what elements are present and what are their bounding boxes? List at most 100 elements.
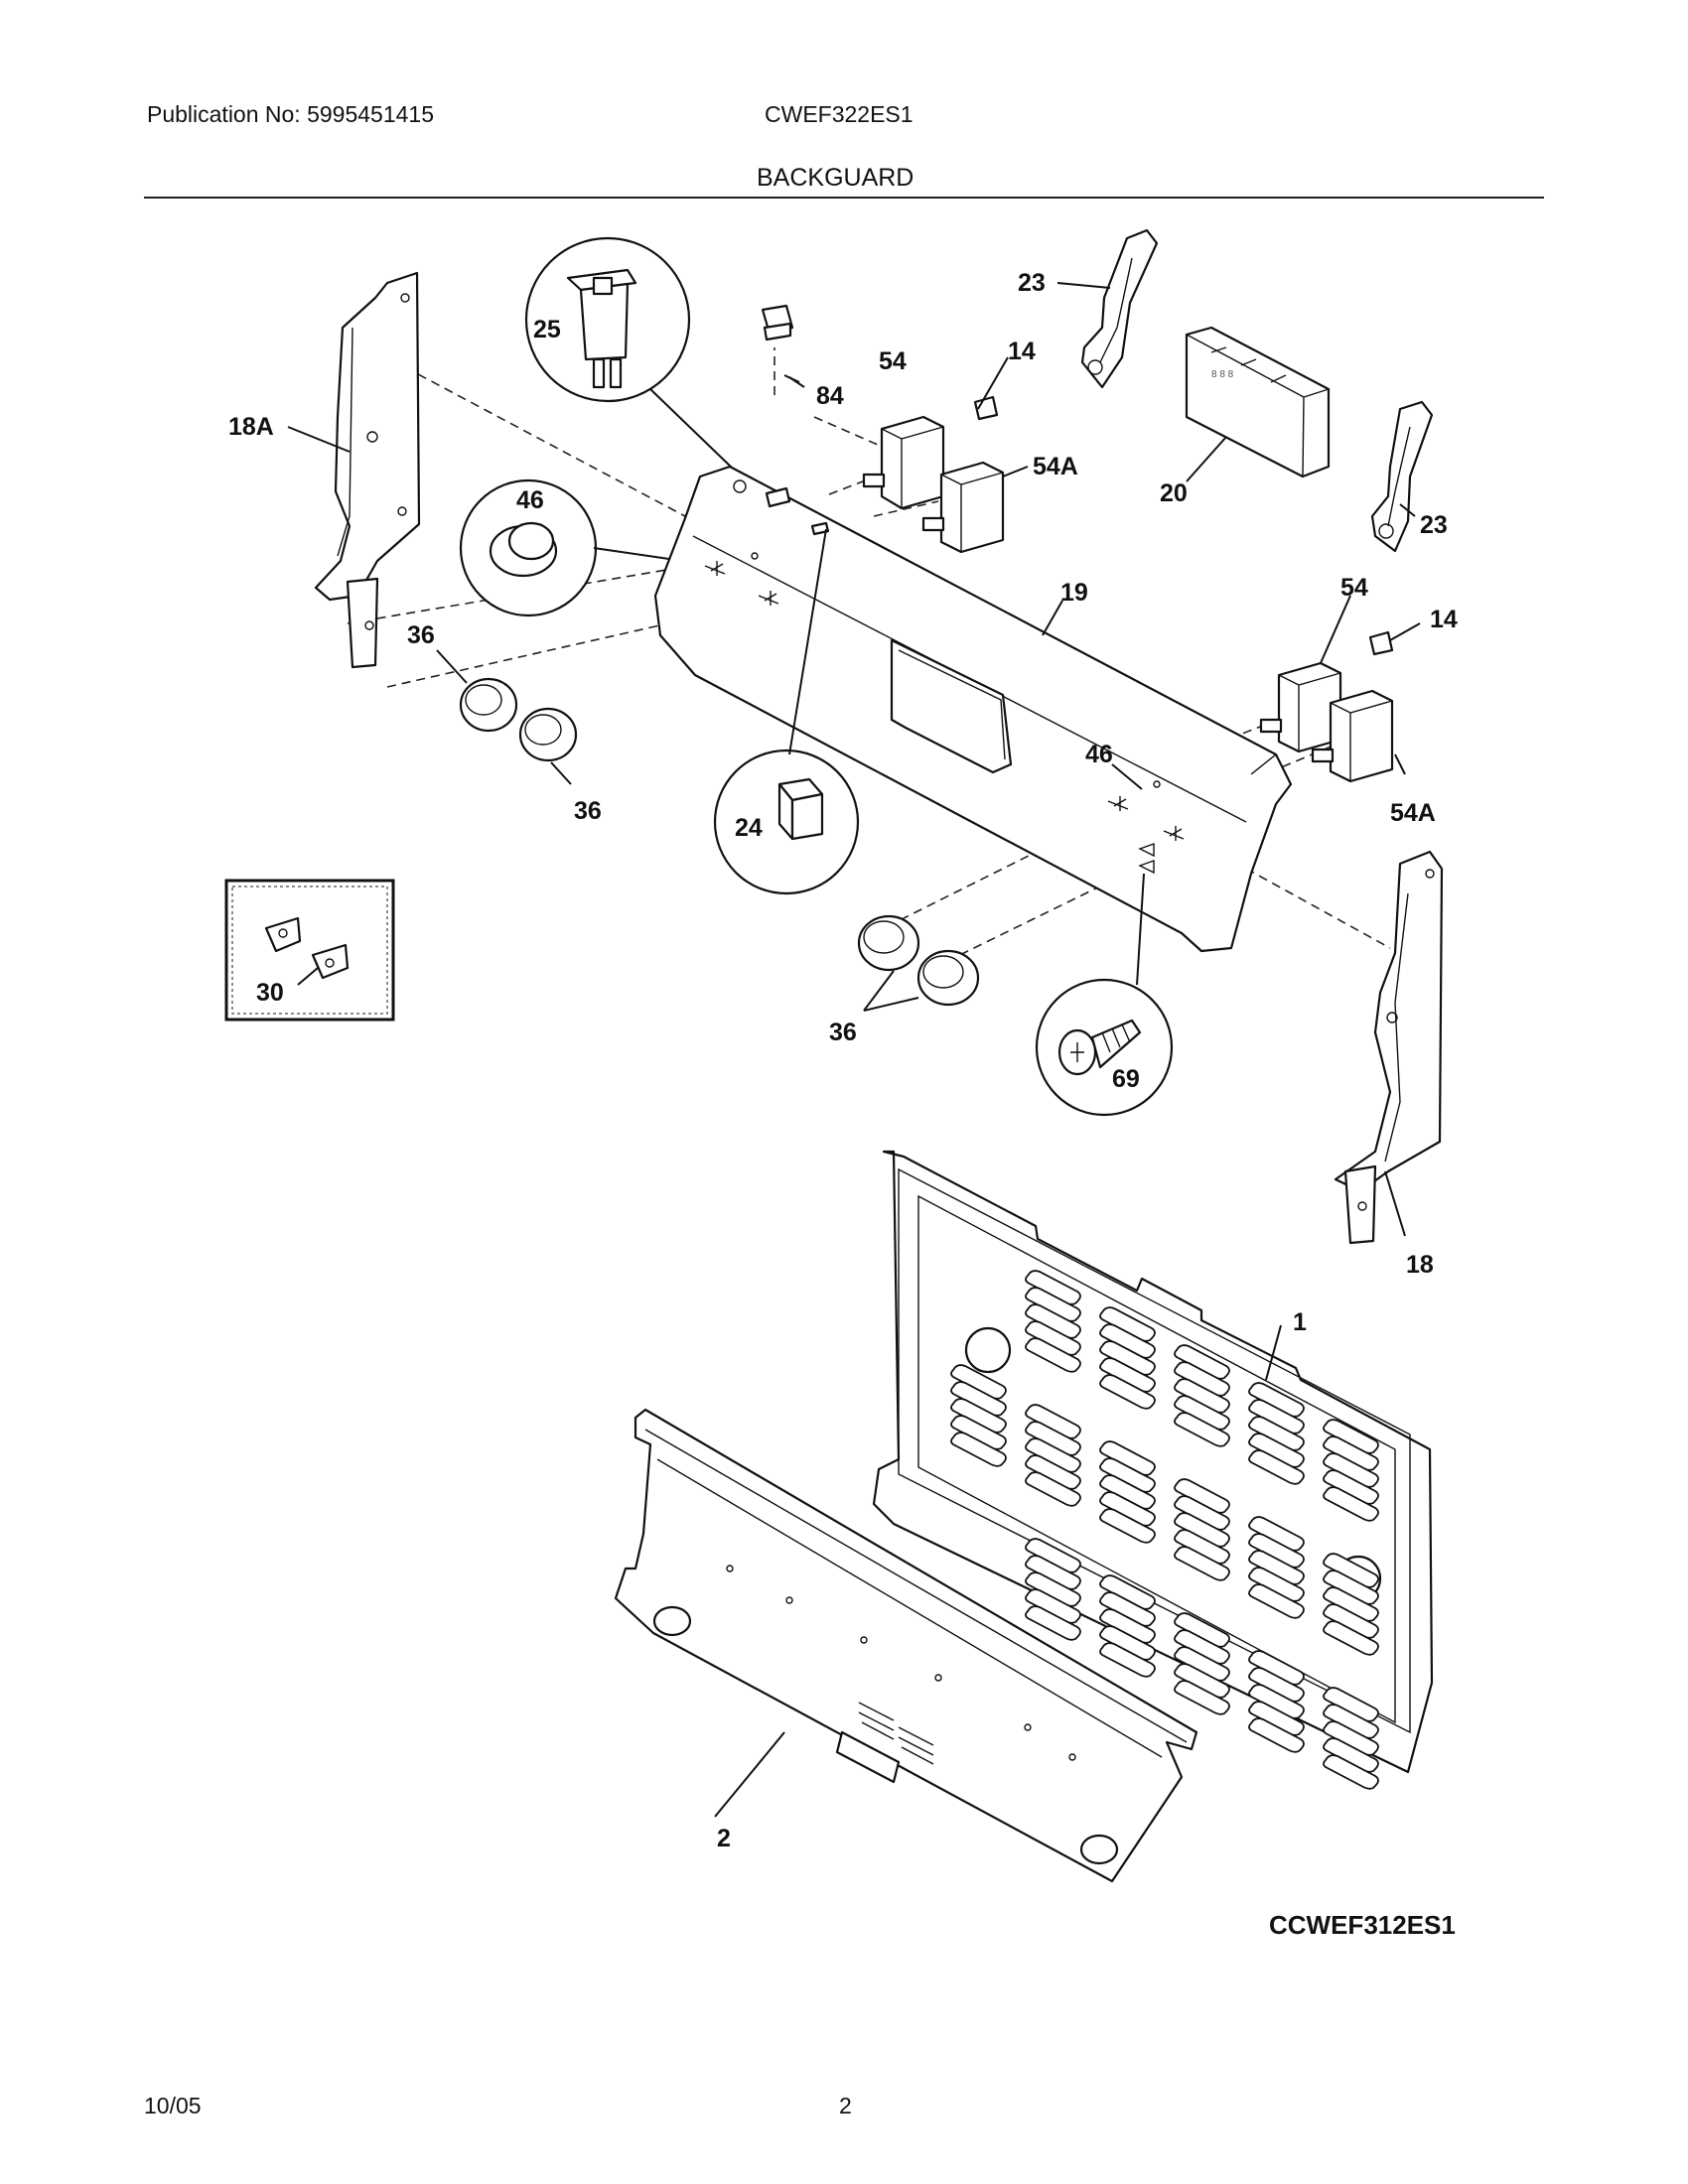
- control-board-20: 8 8 8: [1185, 326, 1331, 478]
- louver-slots: [950, 1270, 1379, 1790]
- louver-slot: [1025, 1303, 1081, 1339]
- louver-slot: [1099, 1508, 1156, 1544]
- callout-54a: 54A: [1390, 799, 1436, 827]
- detail-circle-46: [459, 478, 718, 617]
- louver-slot: [1099, 1340, 1156, 1376]
- louver-slot: [1248, 1399, 1305, 1434]
- louver-slot: [1248, 1583, 1305, 1619]
- louver-slot: [1248, 1650, 1305, 1686]
- louver-slot: [1323, 1737, 1379, 1773]
- callout-36: 36: [407, 621, 435, 649]
- knobs-36-left: [436, 649, 578, 785]
- switches-top: [862, 395, 1005, 554]
- louver-slot: [1248, 1550, 1305, 1585]
- louver-slot: [950, 1398, 1007, 1433]
- louver-slot: [1099, 1491, 1156, 1527]
- louver-slot: [1248, 1433, 1305, 1468]
- louver-slot: [950, 1381, 1007, 1417]
- louver-slot: [1174, 1680, 1230, 1715]
- louver-slot: [1099, 1608, 1156, 1644]
- model-number: CWEF322ES1: [765, 101, 914, 127]
- knob-clips: [704, 552, 1185, 875]
- header-rule: [144, 197, 1544, 199]
- louver-slot: [1099, 1374, 1156, 1410]
- callout-69: 69: [1112, 1065, 1140, 1093]
- louver-slot: [1248, 1516, 1305, 1552]
- louver-slot: [1025, 1404, 1081, 1439]
- louver-slot: [1025, 1555, 1081, 1590]
- callout-18a: 18A: [228, 413, 274, 441]
- callout-25: 25: [533, 316, 561, 343]
- louver-slot: [1174, 1344, 1230, 1380]
- svg-text:8 8 8: 8 8 8: [1211, 369, 1234, 380]
- louver-slot: [1099, 1440, 1156, 1476]
- part-84-clip: [761, 304, 805, 388]
- louver-slot: [1174, 1512, 1230, 1548]
- louver-slot: [1323, 1687, 1379, 1722]
- callout-1: 1: [1293, 1308, 1307, 1336]
- louver-slot: [1323, 1586, 1379, 1622]
- louver-slot: [1099, 1642, 1156, 1678]
- louver-slot: [1174, 1663, 1230, 1699]
- louver-slot: [950, 1415, 1007, 1450]
- bracket-23-right: [1370, 400, 1434, 553]
- louver-slot: [1174, 1546, 1230, 1581]
- publication-number: Publication No: 5995451415: [147, 101, 435, 127]
- louver-slot: [1323, 1435, 1379, 1471]
- bottom-panel-2: [614, 1408, 1198, 1883]
- callout-36: 36: [829, 1019, 857, 1046]
- louver-slot: [1099, 1306, 1156, 1342]
- louver-slot: [1174, 1629, 1230, 1665]
- callout-23: 23: [1420, 511, 1448, 539]
- louver-slot: [1323, 1570, 1379, 1605]
- detail-circle-69: [1035, 873, 1174, 1117]
- louver-slot: [1025, 1337, 1081, 1373]
- louver-slot: [1248, 1449, 1305, 1485]
- louver-slot: [1248, 1684, 1305, 1719]
- backguard-panel-19: [653, 465, 1293, 953]
- end-bracket-18a: [314, 271, 421, 669]
- louver-slot: [1099, 1625, 1156, 1661]
- leader-lines: [287, 282, 1421, 986]
- louver-slot: [1025, 1320, 1081, 1356]
- louver-slot: [1025, 1454, 1081, 1490]
- page-number: 2: [839, 2093, 852, 2118]
- callout-36: 36: [574, 797, 602, 825]
- louver-slot: [1248, 1717, 1305, 1753]
- callout-14: 14: [1008, 338, 1036, 365]
- louver-slot: [1323, 1419, 1379, 1454]
- louver-slot: [1025, 1588, 1081, 1624]
- louver-slot: [1323, 1486, 1379, 1522]
- louver-slot: [1174, 1495, 1230, 1531]
- louver-slot: [1025, 1437, 1081, 1473]
- louver-slot: [1248, 1701, 1305, 1736]
- louver-slot: [1099, 1357, 1156, 1393]
- switches-right: [1259, 630, 1394, 783]
- inset-box-30: [224, 879, 395, 1022]
- callout-54a: 54A: [1033, 453, 1078, 480]
- callout-30: 30: [256, 979, 284, 1007]
- louver-slot: [1174, 1612, 1230, 1648]
- louver-slot: [1025, 1287, 1081, 1322]
- louver-slot: [1025, 1471, 1081, 1507]
- diagram-code: CCWEF312ES1: [1269, 1910, 1456, 1940]
- louver-slot: [1174, 1395, 1230, 1431]
- louver-slot: [1323, 1704, 1379, 1739]
- louver-slot: [1248, 1416, 1305, 1451]
- louver-slot: [1025, 1605, 1081, 1641]
- louver-slot: [1025, 1421, 1081, 1456]
- callout-2: 2: [717, 1825, 731, 1852]
- louver-slot: [1174, 1529, 1230, 1565]
- louver-slot: [1025, 1571, 1081, 1607]
- section-title: BACKGUARD: [757, 164, 914, 192]
- louver-slot: [1248, 1382, 1305, 1418]
- louver-slot: [1174, 1478, 1230, 1514]
- louver-slot: [1099, 1457, 1156, 1493]
- louver-slot: [1099, 1474, 1156, 1510]
- callout-14: 14: [1430, 606, 1458, 633]
- louver-slot: [1323, 1452, 1379, 1488]
- callout-20: 20: [1160, 479, 1188, 507]
- louver-slot: [1099, 1574, 1156, 1610]
- louver-slot: [1174, 1646, 1230, 1682]
- callout-46: 46: [1085, 741, 1113, 768]
